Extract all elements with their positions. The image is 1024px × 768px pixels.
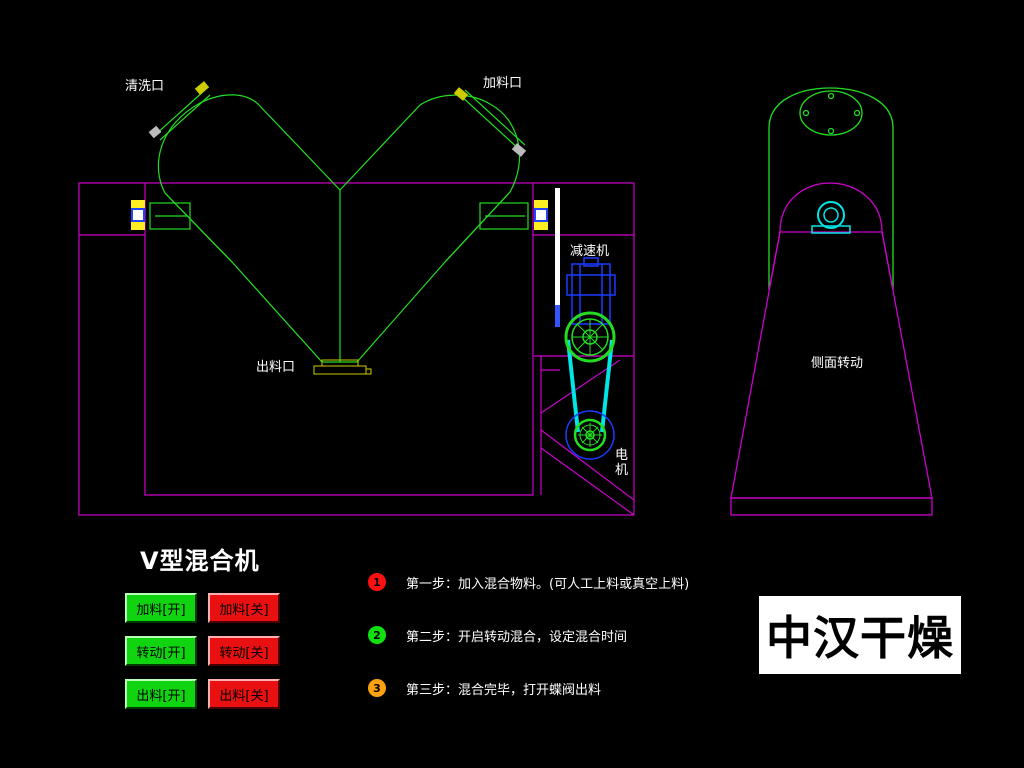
feed-close-button[interactable]: 加料[关]: [208, 593, 280, 623]
discharge-port-label: 出料口: [256, 360, 296, 375]
motor-label-1: 电: [615, 448, 629, 463]
rotate-open-button[interactable]: 转动[开]: [125, 636, 197, 666]
feed-port-valve: [453, 87, 527, 157]
step-1-text: 第一步：加入混合物料。(可人工上料或真空上料): [406, 576, 690, 592]
side-view-label: 侧面转动: [811, 356, 864, 371]
feed-port-label: 加料口: [483, 76, 523, 91]
side-view: [730, 87, 933, 516]
page-title: V型混合机: [140, 547, 260, 575]
drive-belt: [566, 339, 614, 433]
step-2-badge: 2: [368, 626, 386, 644]
brand-text: 中汉干燥: [766, 611, 954, 665]
discharge-open-button[interactable]: 出料[开]: [125, 679, 197, 709]
step-2-text: 第二步：开启转动混合，设定混合时间: [406, 629, 628, 645]
brand-logo: 中汉干燥: [759, 596, 961, 674]
step-1: 1 第一步：加入混合物料。(可人工上料或真空上料): [368, 572, 689, 592]
step-3: 3 第三步：混合完毕，打开蝶阀出料: [368, 678, 601, 698]
clean-port-label: 清洗口: [125, 79, 165, 94]
discharge-close-button[interactable]: 出料[关]: [208, 679, 280, 709]
reducer-label: 减速机: [570, 244, 610, 259]
motor-label-2: 机: [615, 463, 629, 478]
left-bearing: [131, 200, 145, 230]
clean-port-valve: [148, 81, 210, 139]
motor: [565, 410, 615, 460]
step-2: 2 第二步：开启转动混合，设定混合时间: [368, 625, 627, 645]
upper-pulley: [564, 311, 616, 363]
step-3-badge: 3: [368, 679, 386, 697]
rotate-close-button[interactable]: 转动[关]: [208, 636, 280, 666]
feed-open-button[interactable]: 加料[开]: [125, 593, 197, 623]
v-vessel: [149, 89, 529, 363]
machine-frame: [78, 182, 635, 516]
drive-shaft: [555, 188, 560, 327]
step-1-badge: 1: [368, 573, 386, 591]
step-3-text: 第三步：混合完毕，打开蝶阀出料: [406, 682, 602, 698]
right-bearing: [534, 200, 548, 230]
reducer: [566, 257, 616, 325]
discharge-valve: [313, 359, 372, 375]
